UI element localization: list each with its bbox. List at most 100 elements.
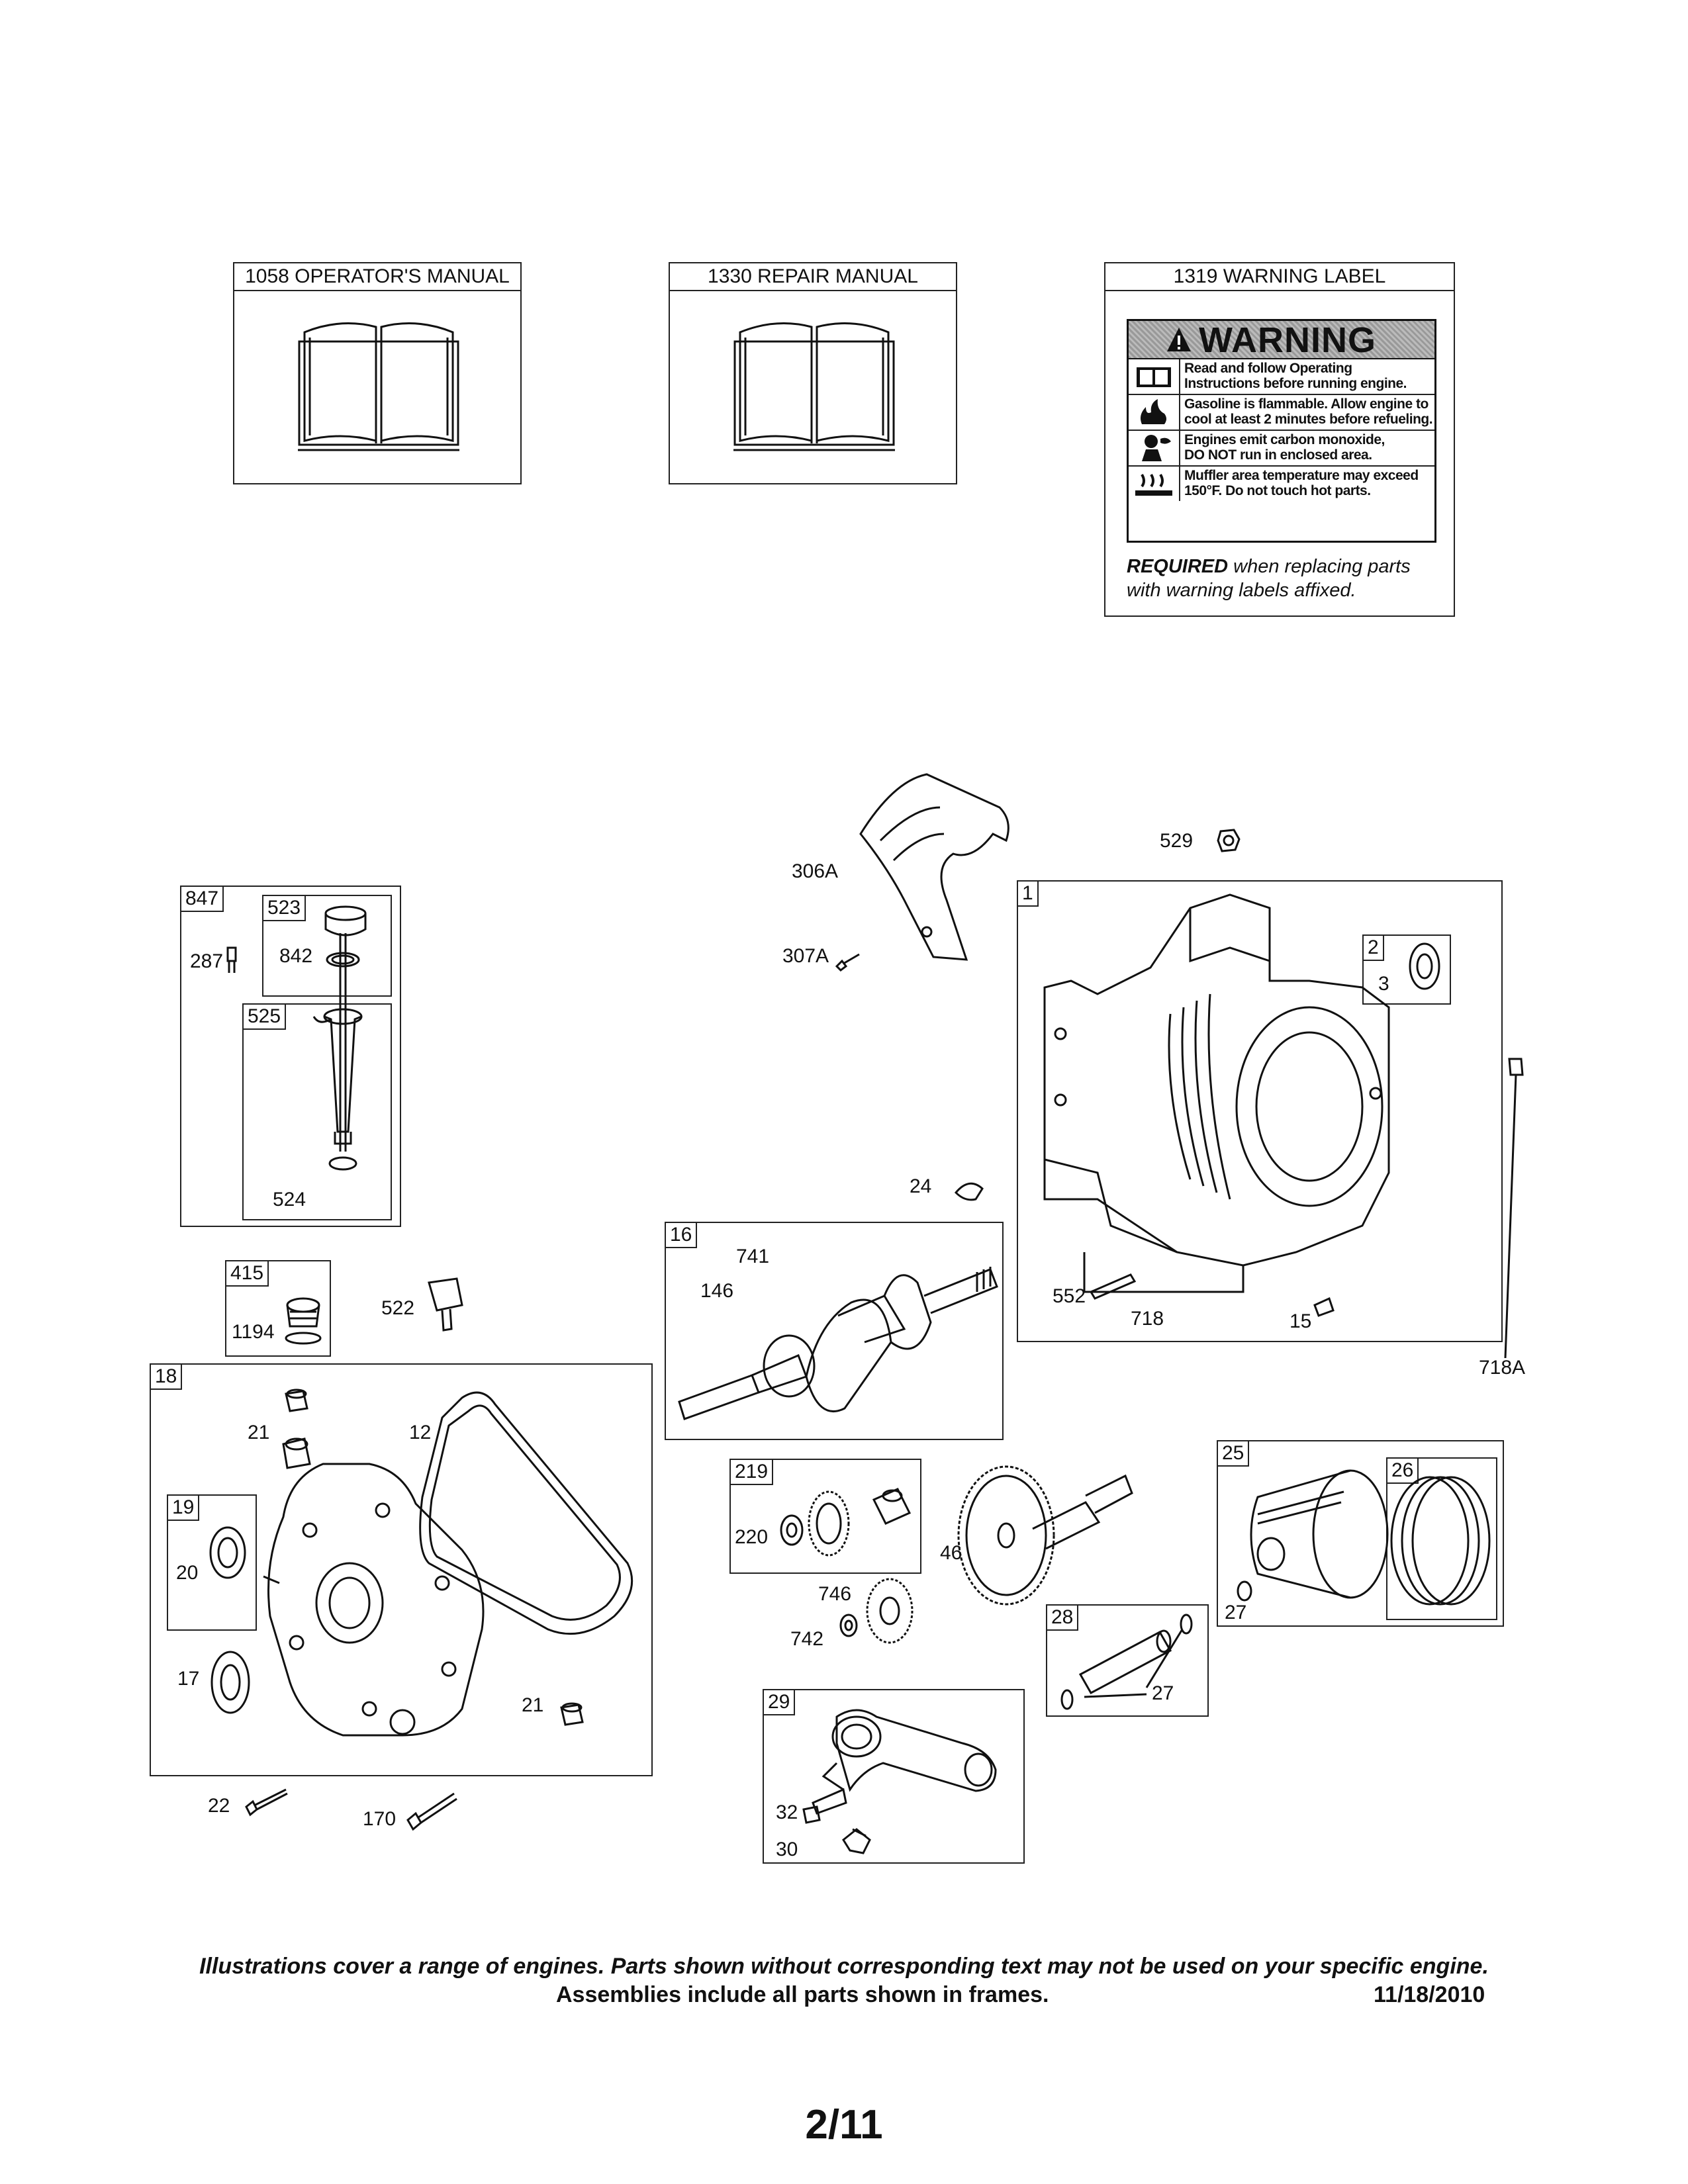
book-icon <box>733 322 895 451</box>
callout-170: 170 <box>363 1808 397 1830</box>
warning-row-text: Instructions before running engine. <box>1184 376 1407 391</box>
required-note: REQUIRED when replacing parts with warni… <box>1127 555 1411 602</box>
callout-220: 220 <box>735 1526 769 1548</box>
warning-label-title: 1319 WARNING LABEL <box>1105 263 1454 291</box>
frame-19: 19 <box>167 1494 257 1631</box>
warning-row-co: Engines emit carbon monoxide,DO NOT run … <box>1129 431 1434 467</box>
gear-746-drawing <box>866 1578 914 1644</box>
governor-gear-drawing <box>780 1488 912 1557</box>
callout-529: 529 <box>1160 830 1194 852</box>
callout-27: 27 <box>1225 1602 1247 1623</box>
required-line2: with warning labels affixed. <box>1127 580 1356 601</box>
bolt-170-drawing <box>406 1792 457 1831</box>
callout-146: 146 <box>700 1280 734 1302</box>
frame-1: 1 2 <box>1017 880 1503 1342</box>
frame-25: 25 26 <box>1217 1440 1504 1627</box>
callout-718a: 718A <box>1479 1357 1526 1379</box>
required-bold: REQUIRED <box>1127 556 1229 577</box>
book-icon <box>298 322 459 451</box>
warning-row-text: Muffler area temperature may exceed <box>1184 468 1419 483</box>
callout-842: 842 <box>279 945 313 967</box>
callout-20: 20 <box>176 1562 199 1584</box>
frame-tag: 28 <box>1046 1604 1079 1631</box>
callout-30: 30 <box>776 1839 798 1860</box>
required-rest: when replacing parts <box>1228 556 1411 577</box>
callout-718: 718 <box>1131 1308 1164 1330</box>
callout-522: 522 <box>381 1297 415 1319</box>
frame-28: 28 <box>1046 1604 1209 1717</box>
camshaft-46-drawing <box>957 1465 1133 1606</box>
warning-banner-text: WARNING <box>1199 320 1376 360</box>
screw-307a-drawing <box>835 953 860 972</box>
warning-banner: WARNING <box>1129 321 1434 359</box>
callout-22: 22 <box>208 1795 230 1817</box>
bolt-22-drawing <box>245 1788 288 1817</box>
callout-21: 21 <box>522 1694 544 1716</box>
frame-tag: 1 <box>1017 880 1039 907</box>
frame-tag: 415 <box>225 1260 269 1287</box>
frame-tag: 219 <box>729 1459 774 1485</box>
warning-row-text: cool at least 2 minutes before refueling… <box>1184 412 1433 427</box>
warning-row-text: Read and follow Operating <box>1184 361 1352 376</box>
frame-tag: 26 <box>1386 1457 1419 1484</box>
read-manual-icon <box>1129 359 1180 394</box>
callout-24: 24 <box>910 1175 932 1197</box>
callout-306a: 306A <box>792 860 839 882</box>
connecting-rod-drawing <box>802 1709 997 1854</box>
frame-tag: 16 <box>665 1222 698 1248</box>
frame-29: 29 <box>763 1689 1025 1864</box>
key-part-drawing <box>428 1277 463 1332</box>
assembly-note: Assemblies include all parts shown in fr… <box>556 1982 1049 2007</box>
callout-746: 746 <box>818 1583 852 1605</box>
frame-tag: 847 <box>180 886 224 912</box>
callout-27: 27 <box>1152 1682 1174 1704</box>
dowel-718a-drawing <box>1504 1058 1524 1359</box>
illustration-disclaimer: Illustrations cover a range of engines. … <box>199 1954 1489 1979</box>
frame-525: 525 <box>242 1003 392 1220</box>
frame-219: 219 <box>729 1459 921 1574</box>
callout-741: 741 <box>736 1246 770 1267</box>
callout-742: 742 <box>790 1628 824 1650</box>
crankcase-cover-drawing <box>209 1388 633 1737</box>
piston-drawing <box>1237 1469 1491 1606</box>
callout-552: 552 <box>1053 1285 1086 1307</box>
frame-tag: 18 <box>150 1363 183 1390</box>
operators-manual-title: 1058 OPERATOR'S MANUAL <box>234 263 520 291</box>
warning-row-text: Engines emit carbon monoxide, <box>1184 432 1385 447</box>
callout-1194: 1194 <box>232 1321 275 1343</box>
frame-18: 18 19 <box>150 1363 653 1776</box>
callout-12: 12 <box>409 1422 432 1443</box>
frame-tag: 525 <box>242 1003 287 1030</box>
crankshaft-drawing <box>678 1267 998 1420</box>
alert-triangle-icon <box>1167 328 1191 351</box>
callout-46: 46 <box>940 1542 962 1564</box>
callout-21: 21 <box>248 1422 270 1443</box>
page-number: 2/11 <box>805 2102 883 2148</box>
wrist-pin-drawing <box>1060 1614 1193 1710</box>
callout-287: 287 <box>190 950 224 972</box>
frame-523: 523 <box>262 895 392 997</box>
callout-3: 3 <box>1378 973 1389 995</box>
callout-32: 32 <box>776 1801 798 1823</box>
washer-742-drawing <box>839 1614 858 1637</box>
flame-icon <box>1129 395 1180 430</box>
repair-manual-box: 1330 REPAIR MANUAL <box>669 262 957 484</box>
air-guide-bracket-drawing <box>859 773 1009 961</box>
frame-tag: 29 <box>763 1689 796 1715</box>
warning-row-text: 150°F. Do not touch hot parts. <box>1184 483 1371 498</box>
callout-307a: 307A <box>782 945 829 967</box>
frame-tag: 25 <box>1217 1440 1250 1467</box>
dipstick-assembly-drawing <box>226 905 367 1171</box>
repair-manual-title: 1330 REPAIR MANUAL <box>670 263 956 291</box>
callout-17: 17 <box>177 1668 200 1690</box>
warning-label-box: 1319 WARNING LABEL WARNING Read and foll… <box>1104 262 1455 617</box>
warning-row-text: DO NOT run in enclosed area. <box>1184 447 1372 463</box>
oil-plug-drawing <box>285 1297 322 1345</box>
callout-524: 524 <box>273 1189 306 1210</box>
nut-529-drawing <box>1217 829 1241 852</box>
hot-surface-icon <box>1129 467 1180 501</box>
cylinder-block-drawing <box>1043 893 1440 1317</box>
